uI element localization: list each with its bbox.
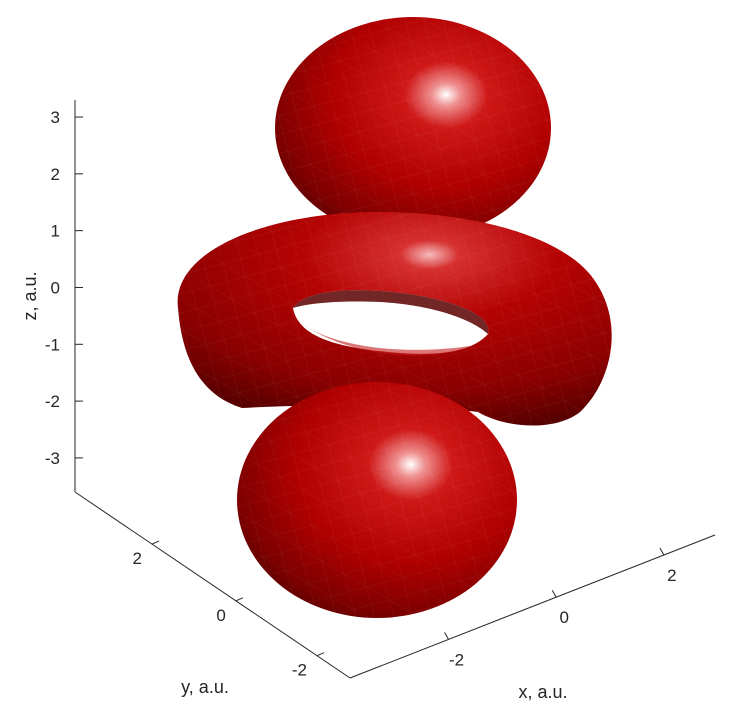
y-tick-mark: [316, 652, 325, 657]
torus-ring: [177, 211, 612, 426]
x-tick-mark: [444, 632, 449, 640]
z-tick-label: 3: [51, 108, 60, 127]
orbital-isosurface: [177, 17, 612, 618]
z-axis-label: z, a.u.: [20, 271, 40, 320]
lower-lobe: [237, 382, 517, 618]
z-tick-label: -3: [45, 449, 60, 468]
z-ticks: 3 2 1 0 -1 -2 -3: [45, 108, 83, 468]
x-axis-label: x, a.u.: [518, 682, 567, 702]
y-axis-line: [74, 491, 351, 679]
x-tick-label: 2: [667, 566, 676, 585]
y-tick-label: 2: [133, 549, 142, 568]
z-tick-label: 1: [51, 222, 60, 241]
y-tick-mark: [235, 597, 244, 602]
x-axis-line: [349, 534, 716, 679]
y-tick-label: 0: [216, 606, 225, 625]
x-ticks: -2 0 2: [444, 547, 677, 669]
x-tick-label: 0: [559, 608, 568, 627]
x-tick-label: -2: [449, 650, 464, 669]
x-tick-mark: [551, 589, 557, 598]
x-tick-mark: [659, 547, 665, 556]
y-ticks: 2 0 -2: [133, 540, 325, 680]
y-axis-label: y, a.u.: [181, 677, 229, 697]
z-tick-label: 0: [51, 278, 60, 297]
y-tick-label: -2: [292, 661, 307, 680]
axes: [74, 100, 716, 679]
upper-lobe: [275, 17, 551, 239]
z-tick-label: 2: [51, 165, 60, 184]
y-tick-mark: [151, 540, 160, 545]
z-tick-label: -1: [45, 335, 60, 354]
z-tick-label: -2: [45, 392, 60, 411]
